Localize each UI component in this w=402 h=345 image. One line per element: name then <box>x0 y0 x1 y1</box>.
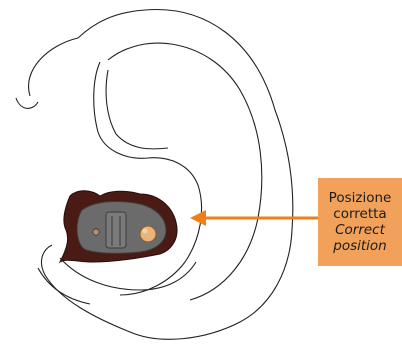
label-italian-line1: Posizione <box>329 190 392 206</box>
device-volume-button <box>140 226 156 242</box>
callout-arrow <box>190 210 318 226</box>
device-mic-port <box>93 229 99 235</box>
in-ear-device <box>60 191 177 262</box>
label-italian-line2: corretta <box>333 206 386 222</box>
correct-position-label: Posizione corretta Correct position <box>318 178 402 266</box>
ear-lobe-line <box>38 268 90 304</box>
label-english-line1: Correct <box>335 222 385 238</box>
ear-outer-outline <box>29 10 293 340</box>
label-english-line2: position <box>333 238 386 254</box>
ear-concha-lower <box>60 258 196 290</box>
ear-crus <box>16 98 38 108</box>
ear-antihelix-inner <box>106 70 168 149</box>
device-battery-door <box>106 212 126 248</box>
